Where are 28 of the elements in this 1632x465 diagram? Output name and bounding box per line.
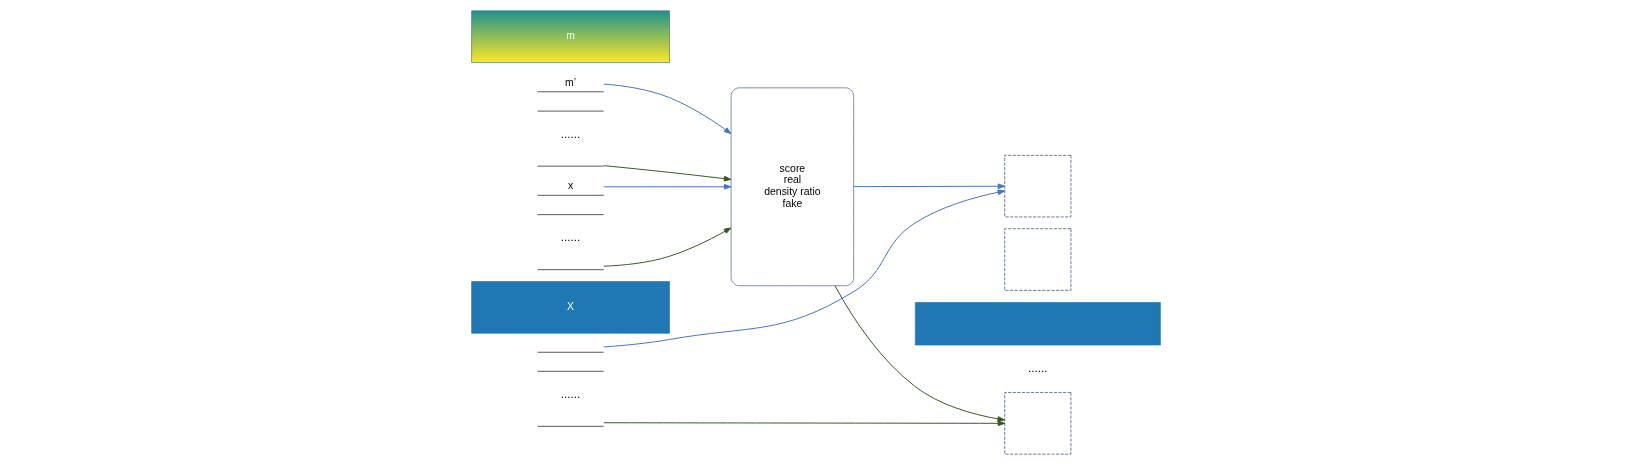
node-text: m’	[565, 76, 577, 88]
arrow	[603, 420, 1006, 427]
arrow	[834, 285, 1005, 422]
arrow	[603, 189, 1006, 348]
arrow	[603, 227, 732, 267]
node-brace	[537, 165, 604, 167]
arrow	[603, 184, 732, 190]
node-box	[1004, 155, 1072, 218]
label: ......	[1028, 360, 1048, 374]
label: ......	[560, 230, 581, 244]
node-text: x	[567, 180, 574, 192]
node-box	[1004, 392, 1072, 455]
node-brace	[537, 214, 604, 215]
node-brace	[537, 370, 604, 372]
arrow	[853, 183, 1006, 189]
label: ......	[560, 387, 581, 401]
node-box: X	[471, 281, 670, 334]
node-box: m	[471, 10, 670, 63]
node-brace	[537, 110, 604, 112]
node-bar	[914, 302, 1161, 346]
label: ......	[560, 126, 581, 140]
arrow	[603, 165, 732, 182]
node-brace	[537, 269, 604, 270]
node-brace	[537, 351, 604, 353]
node-brace	[537, 426, 604, 427]
arrow	[603, 83, 732, 135]
node-box	[1004, 228, 1072, 291]
node-box: score real density ratio fake	[730, 87, 854, 287]
